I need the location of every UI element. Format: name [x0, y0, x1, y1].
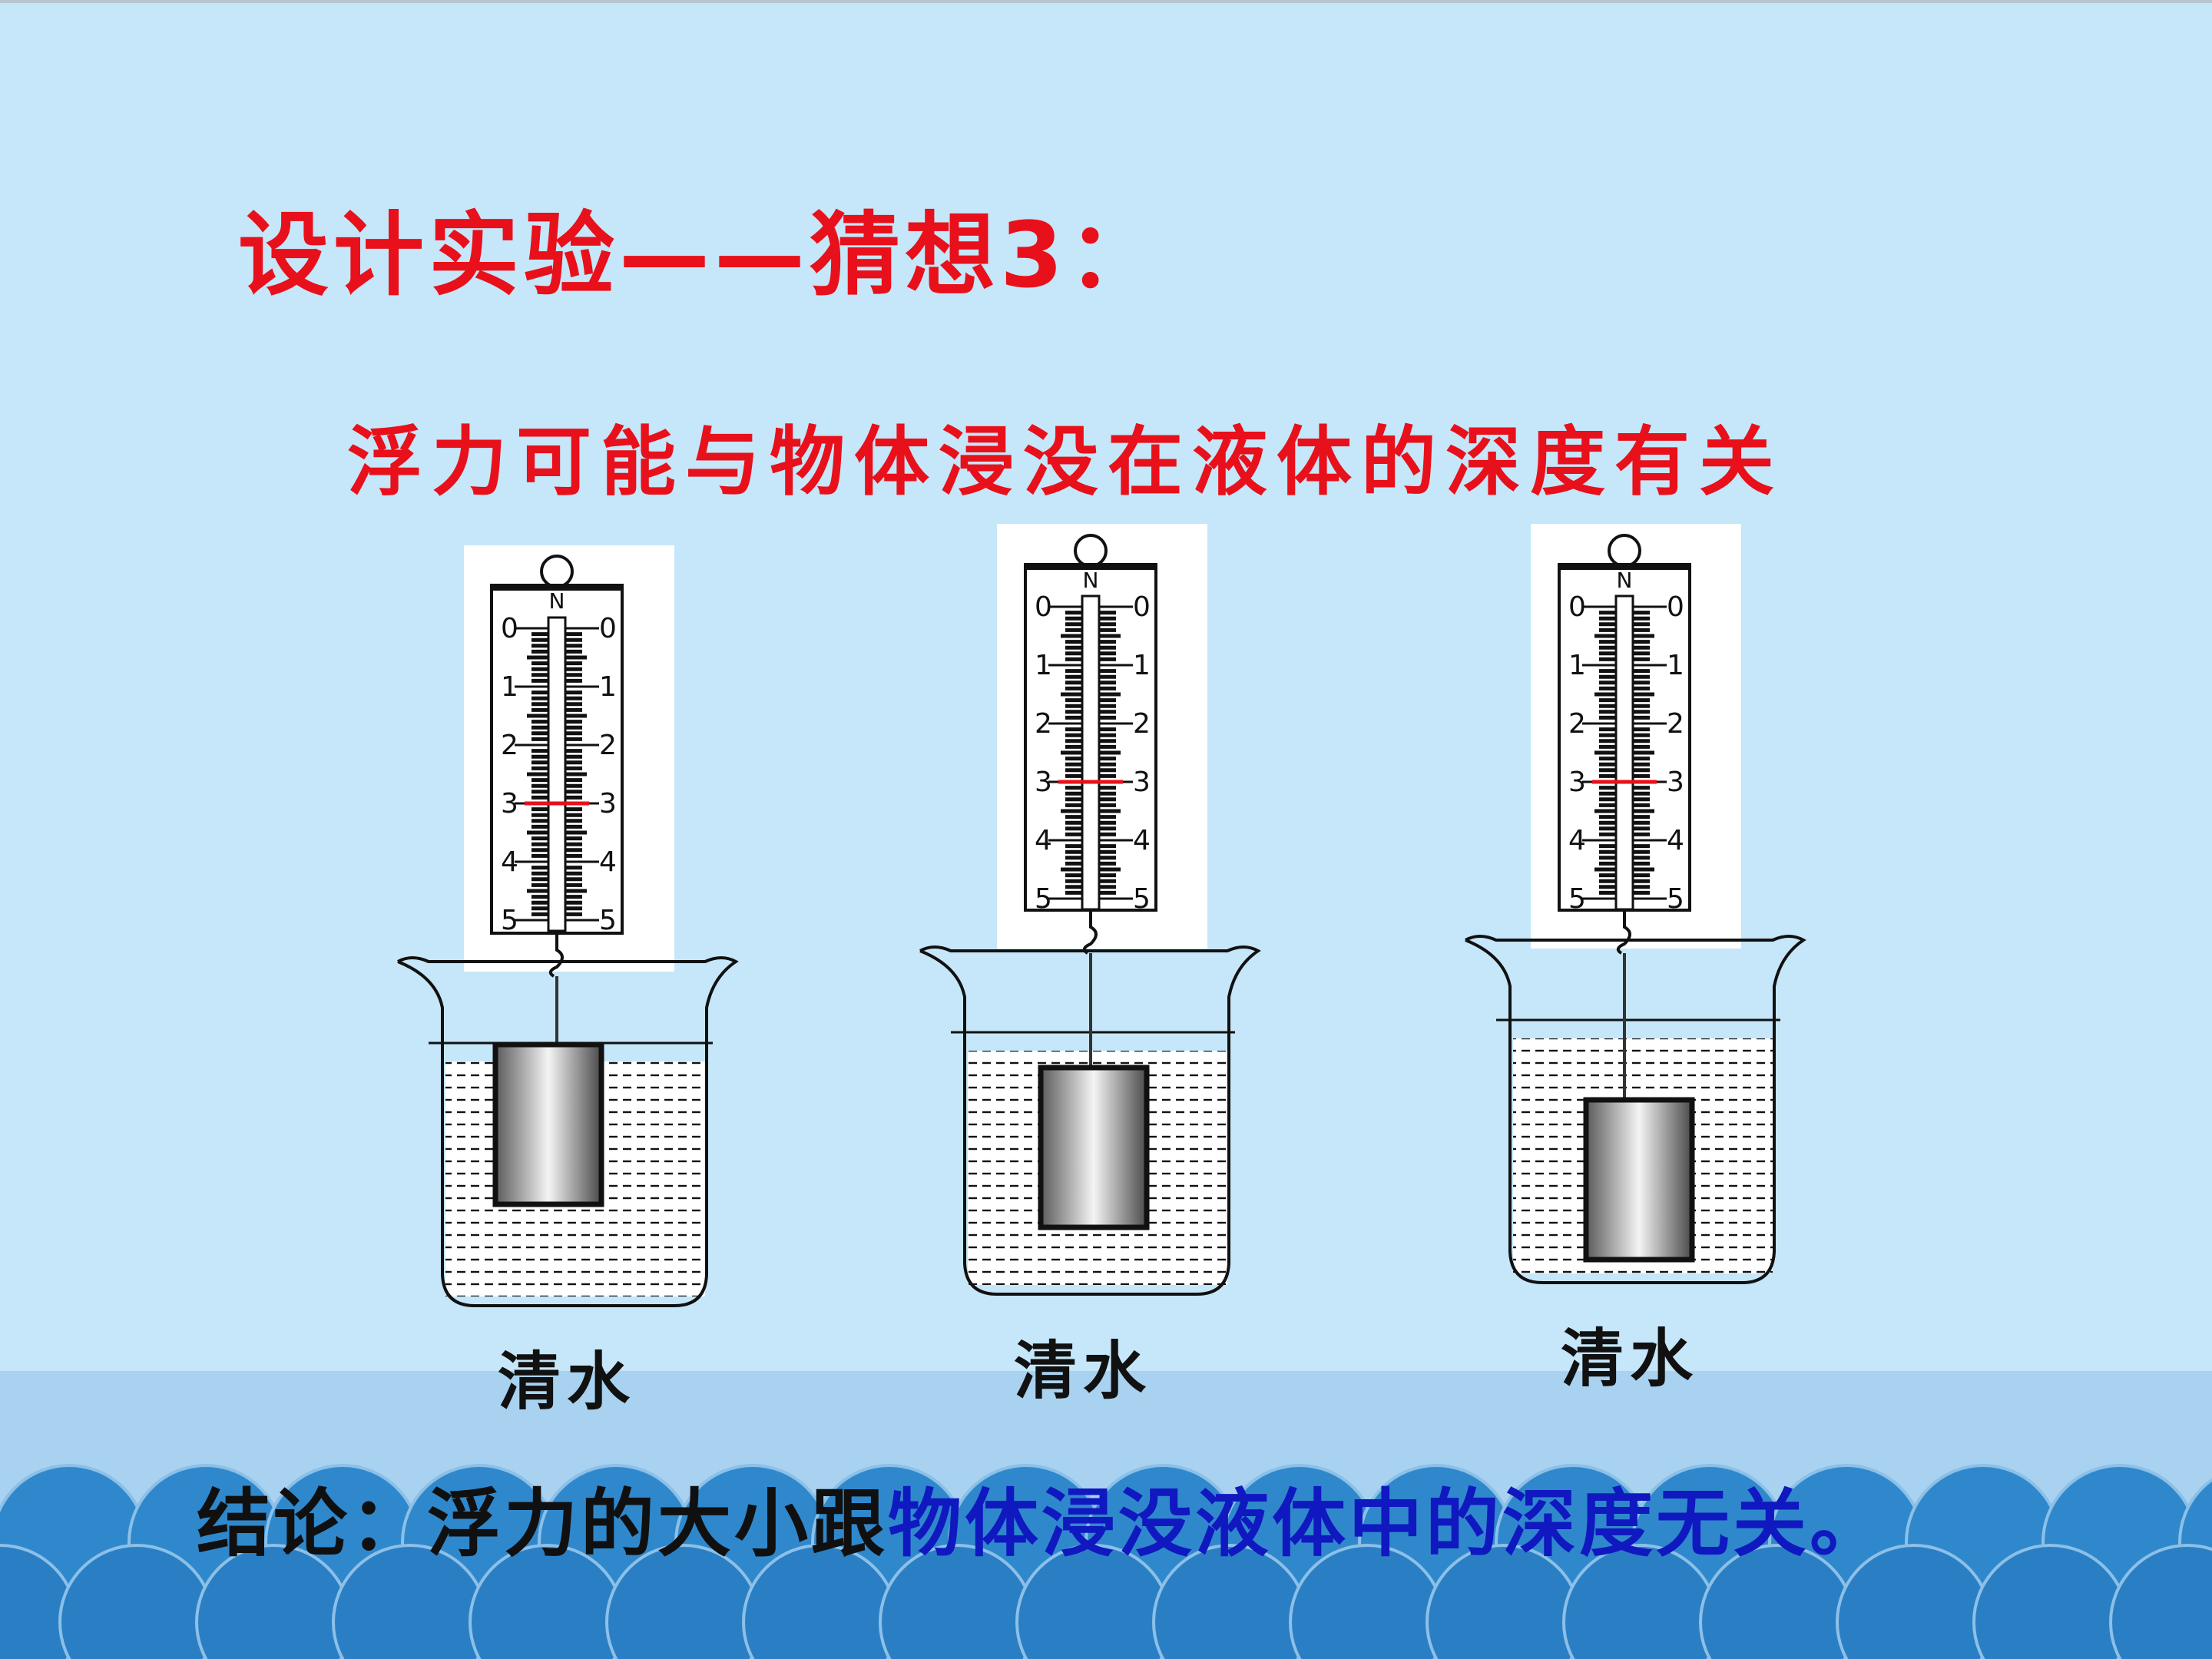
tick-label: 0 [1568, 591, 1586, 623]
tick-label: 5 [599, 905, 617, 936]
tick-label: 2 [1133, 708, 1151, 740]
tick-label: 4 [1667, 825, 1684, 856]
tick-label: 0 [1667, 591, 1684, 623]
unit-label: N [1083, 568, 1099, 593]
wave-row-front [0, 1544, 2212, 1659]
tick-label: 1 [599, 671, 617, 703]
liquid-label-3: 清水 [1561, 1322, 1700, 1396]
hypothesis-text: 浮力可能与物体浸没在液体的深度有关 [347, 418, 1784, 506]
setup-3: N 0 0 1 1 2 2 3 3 4 4 5 5 [1465, 524, 1806, 1284]
liquid-label-1: 清水 [498, 1345, 637, 1419]
top-border [0, 0, 2212, 3]
tick-label: 4 [599, 846, 617, 878]
tick-label: 4 [501, 846, 518, 878]
beaker [919, 945, 1261, 1296]
tick-label: 1 [1667, 650, 1684, 681]
tick-label: 1 [501, 671, 518, 703]
metal-block [492, 1041, 604, 1207]
tick-label: 3 [501, 788, 518, 820]
tick-label: 5 [1133, 883, 1151, 915]
tick-label: 3 [1667, 767, 1684, 798]
spring-tube [1081, 594, 1101, 911]
scale-hook [1616, 910, 1631, 955]
setup-2: N 0 0 1 1 2 2 3 3 4 4 5 5 [919, 524, 1261, 1296]
tick-label: 1 [1133, 650, 1151, 681]
slide-title: 设计实验——猜想3： [238, 202, 1164, 308]
tick-label: 0 [599, 613, 617, 644]
tick-label: 2 [1667, 708, 1684, 740]
tick-label: 2 [1568, 708, 1586, 740]
beaker [1465, 935, 1806, 1284]
ring-hook [1074, 534, 1108, 568]
conclusion-prefix: 结论：浮力的大小跟 [197, 1480, 888, 1567]
tick-label: 4 [1035, 825, 1052, 856]
tick-label: 0 [1133, 591, 1151, 623]
metal-block [1583, 1097, 1695, 1263]
wave-arc [2109, 1544, 2212, 1659]
setup-1: N 0 0 1 1 2 2 3 3 4 4 5 5 [397, 545, 739, 1307]
tick-label: 2 [1035, 708, 1052, 740]
tick-label: 3 [599, 788, 617, 820]
metal-block [1038, 1065, 1150, 1230]
conclusion-highlight: 物体浸没液体中的深度无关。 [888, 1480, 1886, 1567]
tick-label: 4 [1133, 825, 1151, 856]
tick-label: 3 [1035, 767, 1052, 798]
tick-label: 3 [1133, 767, 1151, 798]
tick-label: 0 [501, 613, 518, 644]
unit-label: N [1617, 568, 1633, 593]
conclusion-text: 结论：浮力的大小跟物体浸没液体中的深度无关。 [197, 1464, 1886, 1571]
ring-hook [540, 555, 574, 588]
tick-label: 0 [1035, 591, 1052, 623]
tick-label: 1 [1035, 650, 1052, 681]
ring-hook [1608, 534, 1641, 568]
spring-tube [547, 616, 567, 932]
unit-label: N [549, 588, 565, 614]
tick-label: 1 [1568, 650, 1586, 681]
scale-hook [548, 933, 564, 978]
tick-label: 2 [599, 730, 617, 761]
liquid-label-2: 清水 [1014, 1334, 1153, 1408]
tick-label: 4 [1568, 825, 1586, 856]
tick-label: 2 [501, 730, 518, 761]
beaker [397, 956, 739, 1307]
tick-label: 5 [1035, 883, 1052, 915]
tick-label: 5 [1667, 883, 1684, 915]
tick-label: 3 [1568, 767, 1586, 798]
spring-tube [1614, 594, 1634, 911]
tick-label: 5 [1568, 883, 1586, 915]
tick-label: 5 [501, 905, 518, 936]
